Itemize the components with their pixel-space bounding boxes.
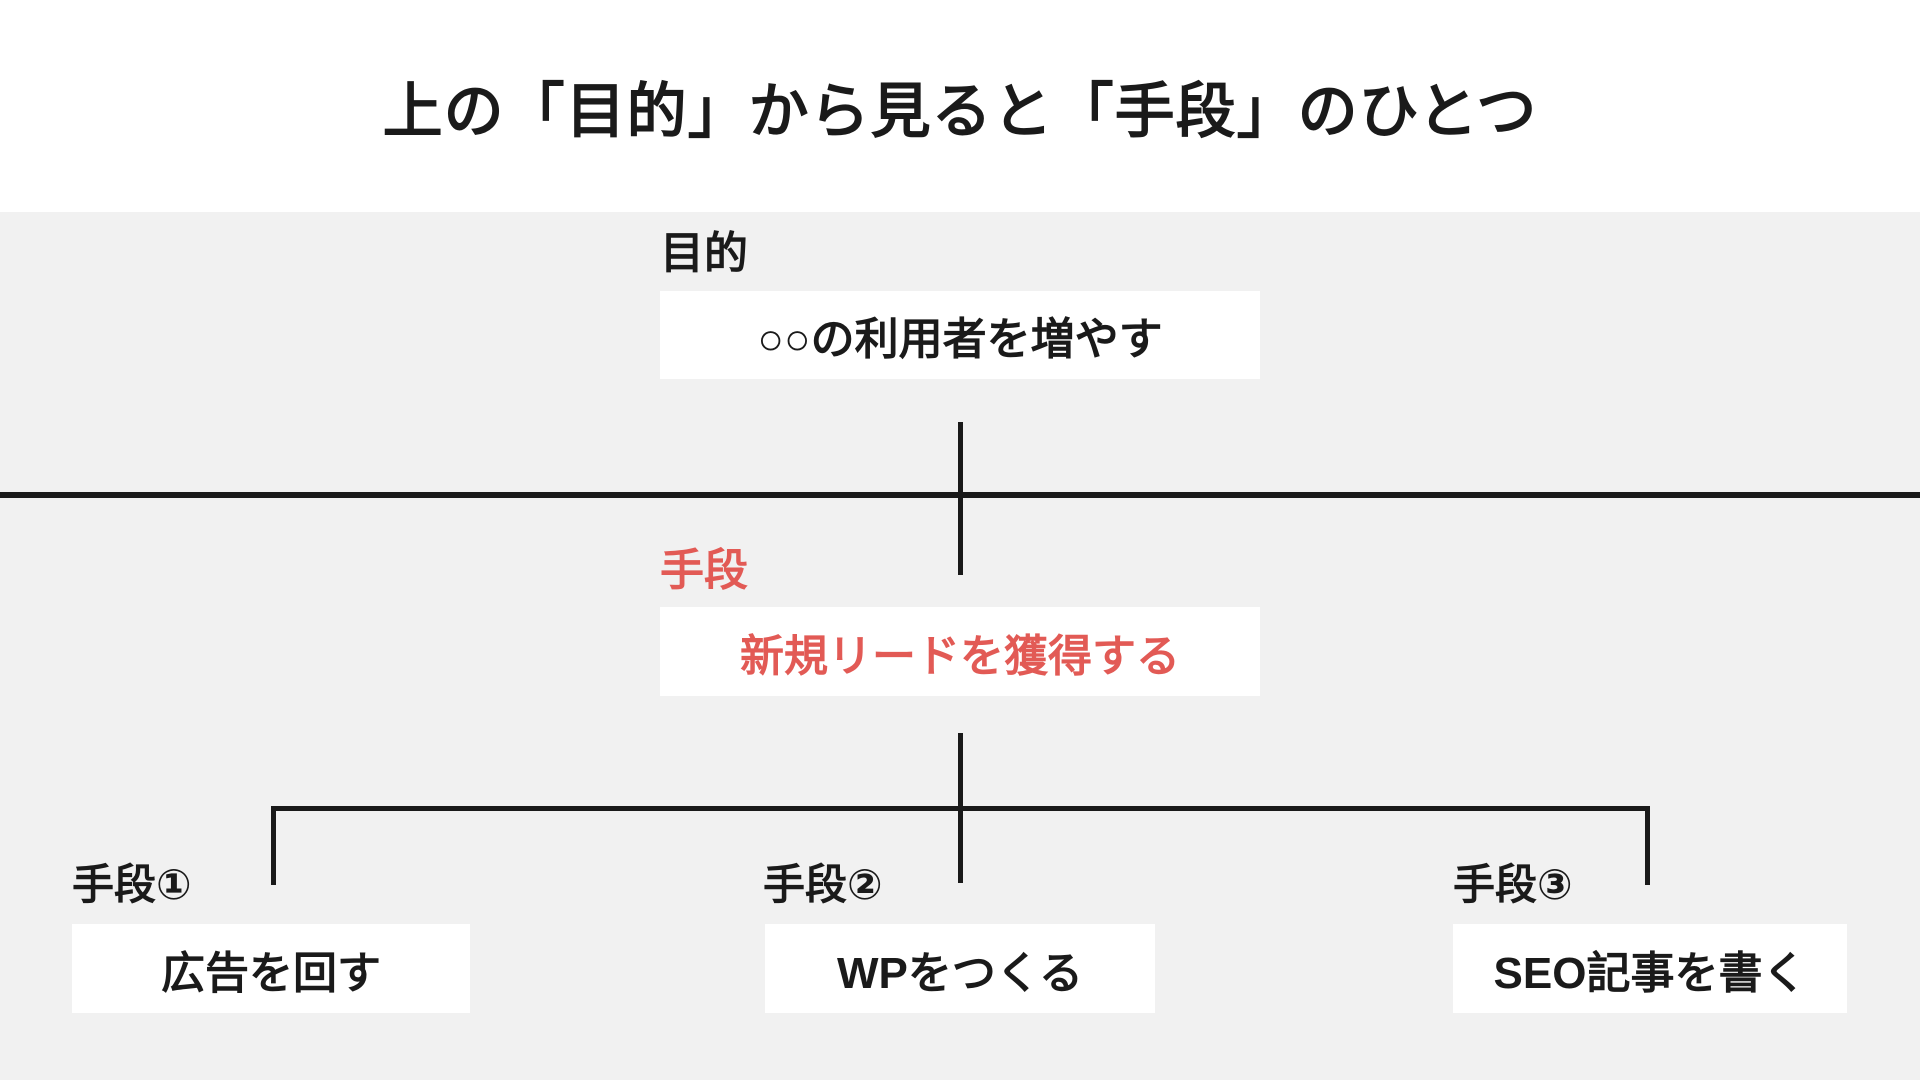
means-2-text: WPをつくる: [837, 948, 1083, 998]
means-1-label: 手段①: [72, 861, 192, 908]
full-width-divider-line: [0, 492, 1920, 498]
means-node-box: 新規リードを獲得する: [660, 607, 1260, 696]
page-title: 上の「目的」から見ると「手段」のひとつ: [382, 78, 1538, 145]
purpose-node-label: 目的: [660, 229, 748, 278]
branch-drop-right: [1645, 806, 1650, 885]
means-1-text: 広告を回す: [161, 948, 381, 998]
branch-drop-left: [271, 806, 276, 885]
purpose-node-box: ○○の利用者を増やす: [660, 291, 1260, 379]
means-1-box: 広告を回す: [72, 924, 470, 1013]
means-2-label: 手段②: [763, 861, 883, 908]
means-3-label: 手段③: [1453, 861, 1573, 908]
purpose-node-text: ○○の利用者を増やす: [757, 315, 1163, 364]
means-node-text: 新規リードを獲得する: [740, 631, 1180, 681]
means-2-box: WPをつくる: [765, 924, 1155, 1013]
means-3-text: SEO記事を書く: [1493, 948, 1807, 998]
means-node-label: 手段: [660, 546, 748, 595]
means-3-box: SEO記事を書く: [1453, 924, 1847, 1013]
branch-horizontal-line: [271, 806, 1650, 811]
connector-purpose-to-means: [958, 422, 963, 575]
